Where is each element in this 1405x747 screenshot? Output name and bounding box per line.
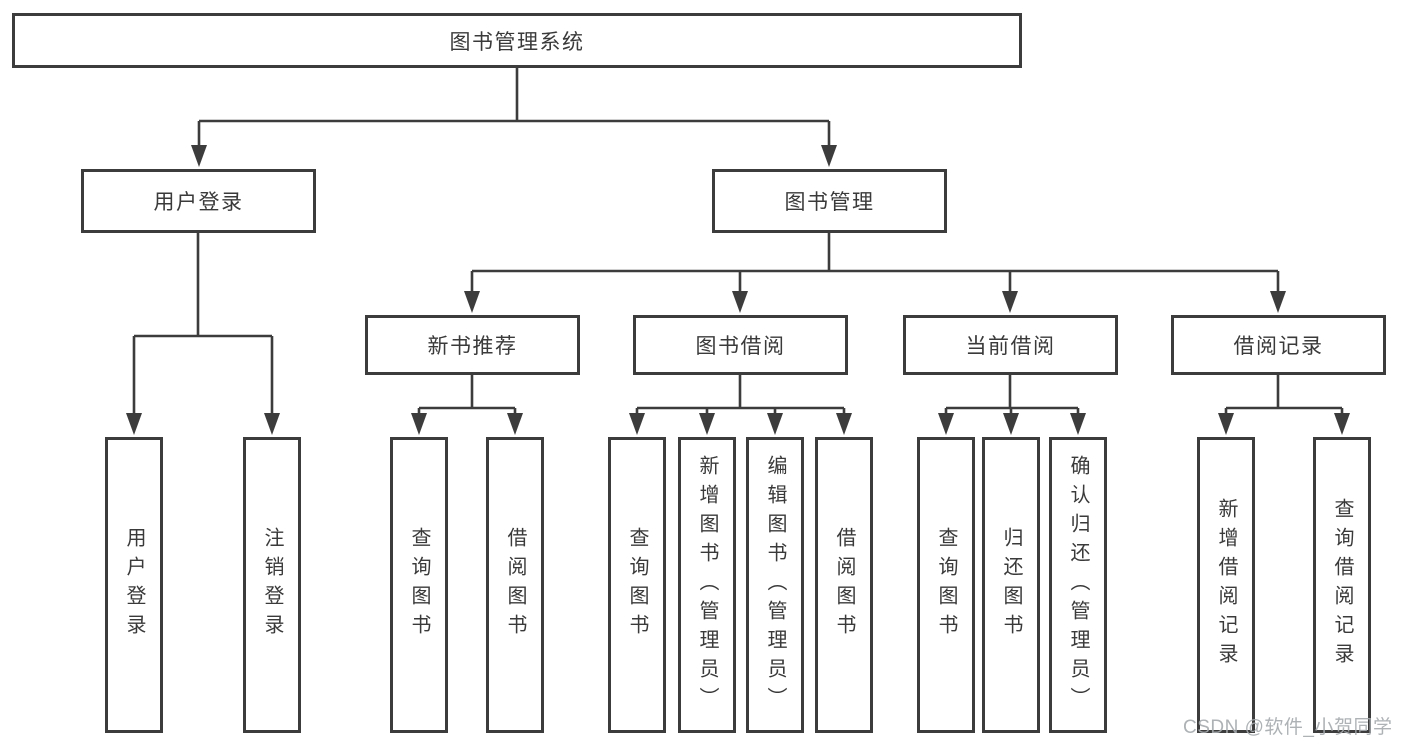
node-label: 新增图书（管理员） — [696, 454, 718, 716]
node-label: 查询图书 — [935, 527, 957, 643]
node-query-books-borrowing: 查询图书 — [608, 437, 666, 733]
node-add-books-admin: 新增图书（管理员） — [678, 437, 736, 733]
login-branch-connector — [132, 233, 274, 419]
node-library-system: 图书管理系统 — [12, 13, 1022, 68]
arrowheads — [126, 145, 1350, 435]
csdn-watermark: CSDN @软件_小贺同学 — [1183, 717, 1393, 738]
node-label: 编辑图书（管理员） — [764, 454, 786, 716]
arrow-down-icon — [1002, 291, 1018, 313]
node-label: 用户登录 — [153, 191, 244, 214]
arrow-down-icon — [1003, 413, 1019, 435]
arrow-down-icon — [1218, 413, 1234, 435]
node-label: 查询图书 — [626, 527, 648, 643]
node-label: 图书借阅 — [695, 335, 786, 358]
arrow-down-icon — [191, 145, 207, 167]
book-borrow-group-connector — [635, 375, 846, 419]
node-label: 注销登录 — [261, 527, 283, 643]
mgmt-branch-connector — [470, 233, 1280, 297]
arrow-down-icon — [767, 413, 783, 435]
node-label: 图书管理 — [784, 191, 875, 214]
node-label: 归还图书 — [1000, 527, 1022, 643]
node-label: 确认归还（管理员） — [1067, 454, 1089, 716]
node-label: 借阅图书 — [504, 527, 526, 643]
node-label: 当前借阅 — [965, 335, 1056, 358]
arrow-down-icon — [264, 413, 280, 435]
root-connector — [197, 68, 831, 152]
node-label: 新增借阅记录 — [1215, 498, 1237, 672]
arrow-down-icon — [821, 145, 837, 167]
arrow-down-icon — [1334, 413, 1350, 435]
arrow-down-icon — [938, 413, 954, 435]
node-add-borrow-record: 新增借阅记录 — [1197, 437, 1255, 733]
node-confirm-return-admin: 确认归还（管理员） — [1049, 437, 1107, 733]
arrow-down-icon — [1270, 291, 1286, 313]
arrow-down-icon — [732, 291, 748, 313]
node-book-management-branch: 图书管理 — [712, 169, 947, 233]
arrow-down-icon — [699, 413, 715, 435]
arrow-down-icon — [836, 413, 852, 435]
node-label: 借阅记录 — [1233, 335, 1324, 358]
node-new-book-recommend: 新书推荐 — [365, 315, 580, 375]
node-label: 查询借阅记录 — [1331, 498, 1353, 672]
node-label: 借阅图书 — [833, 527, 855, 643]
current-borrow-group-connector — [944, 375, 1080, 419]
node-borrow-books-borrowing: 借阅图书 — [815, 437, 873, 733]
arrow-down-icon — [126, 413, 142, 435]
node-query-borrow-record: 查询借阅记录 — [1313, 437, 1371, 733]
arrow-down-icon — [1070, 413, 1086, 435]
node-label: 用户登录 — [123, 527, 145, 643]
node-logout: 注销登录 — [243, 437, 301, 733]
node-query-books-recommend: 查询图书 — [390, 437, 448, 733]
node-borrow-books-recommend: 借阅图书 — [486, 437, 544, 733]
node-return-books: 归还图书 — [982, 437, 1040, 733]
node-user-login-branch: 用户登录 — [81, 169, 316, 233]
arrow-down-icon — [411, 413, 427, 435]
new-book-group-connector — [417, 375, 517, 419]
node-borrow-records: 借阅记录 — [1171, 315, 1386, 375]
node-label: 新书推荐 — [427, 335, 518, 358]
node-label: 图书管理系统 — [449, 30, 585, 54]
node-current-borrowing: 当前借阅 — [903, 315, 1118, 375]
node-label: 查询图书 — [408, 527, 430, 643]
node-book-borrowing: 图书借阅 — [633, 315, 848, 375]
arrow-down-icon — [464, 291, 480, 313]
borrow-record-group-connector — [1224, 375, 1344, 419]
arrow-down-icon — [507, 413, 523, 435]
node-query-books-current: 查询图书 — [917, 437, 975, 733]
node-user-login-leaf: 用户登录 — [105, 437, 163, 733]
node-edit-books-admin: 编辑图书（管理员） — [746, 437, 804, 733]
arrow-down-icon — [629, 413, 645, 435]
